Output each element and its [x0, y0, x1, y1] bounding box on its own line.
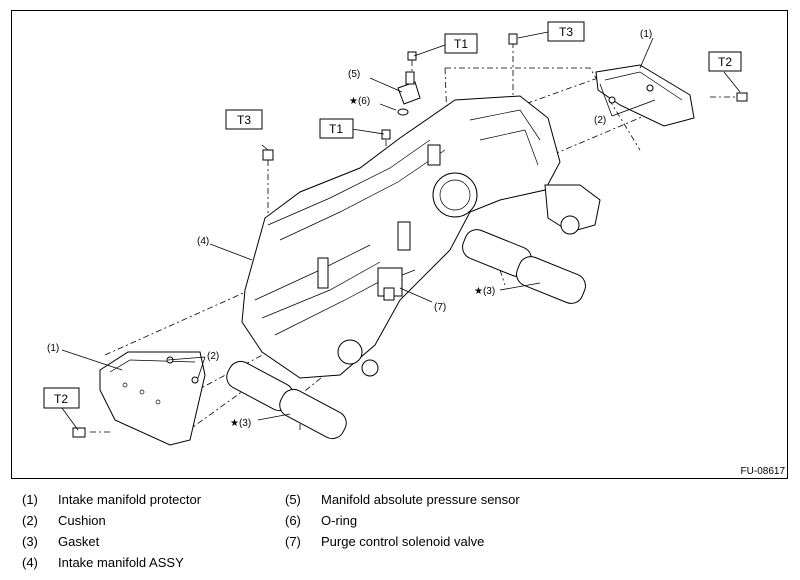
gasket-left — [226, 360, 347, 440]
legend-item: (5)Manifold absolute pressure sensor — [285, 492, 520, 507]
ref-4: (4) — [197, 236, 209, 247]
legend-item: (1)Intake manifold protector — [22, 492, 202, 507]
callout-t3-right: T3 — [547, 21, 585, 42]
intake-manifold-protector-left — [99, 351, 206, 446]
callout-t2-left: T2 — [43, 387, 80, 409]
callout-t2-right: T2 — [708, 51, 742, 72]
intake-manifold-protector-right — [595, 64, 695, 127]
purge-control-solenoid-valve — [377, 267, 416, 301]
svg-text:T2: T2 — [54, 392, 68, 406]
callout-t1-upper: T1 — [444, 33, 478, 54]
ref-1-top: (1) — [640, 29, 652, 40]
diagram-frame — [11, 10, 788, 479]
legend-item: (7)Purge control solenoid valve — [285, 534, 485, 549]
bolts — [72, 33, 748, 438]
svg-text:T2: T2 — [718, 55, 732, 69]
legend-item: (6)O-ring — [285, 513, 358, 528]
callout-t3-left: T3 — [225, 109, 263, 130]
o-ring — [397, 108, 409, 116]
ref-7: (7) — [434, 302, 446, 313]
svg-text:T1: T1 — [329, 122, 343, 136]
map-sensor — [397, 71, 421, 105]
ref-5: (5) — [348, 69, 360, 80]
svg-text:T1: T1 — [454, 37, 468, 51]
ref-2-top: (2) — [594, 115, 606, 126]
legend-item: (2)Cushion — [22, 513, 106, 528]
intake-manifold-assy — [241, 95, 601, 379]
figure-code: FU-08617 — [741, 466, 786, 477]
leader-lines — [61, 31, 741, 431]
gasket-right — [462, 229, 586, 304]
parts-legend: (1)Intake manifold protector (2)Cushion … — [22, 492, 792, 574]
ref-3-right: ★(3) — [474, 286, 495, 297]
ref-6: ★(6) — [349, 96, 370, 107]
svg-text:T3: T3 — [559, 25, 573, 39]
callout-t1-lower: T1 — [319, 118, 354, 139]
ref-1-left: (1) — [47, 343, 59, 354]
legend-item: (3)Gasket — [22, 534, 100, 549]
legend-item: (4)Intake manifold ASSY — [22, 555, 184, 570]
svg-text:T3: T3 — [237, 113, 251, 127]
ref-3-left: ★(3) — [230, 418, 251, 429]
ref-2-left: (2) — [207, 351, 219, 362]
